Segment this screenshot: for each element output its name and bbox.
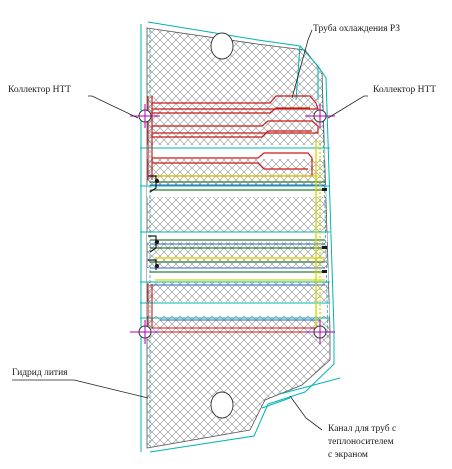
collector-right: [305, 104, 335, 344]
label-cooling-pipe: Труба охлаждения РЗ: [313, 24, 401, 34]
pipes-yellow: [155, 140, 325, 330]
label-channel-line1: Канал для труб с: [328, 424, 397, 434]
pipes-blue: [150, 184, 325, 321]
fittings-right: [322, 188, 327, 273]
label-channel-line2: теплоносителем: [328, 437, 394, 447]
cooling-pipes-red: [147, 95, 319, 180]
pipes-green: [150, 181, 325, 273]
label-collector-right: Коллектор НТТ: [373, 85, 437, 95]
label-collector-left: Коллектор НТТ: [8, 85, 72, 95]
casing-outline: [140, 21, 341, 453]
label-lithium-hydride: Гидрид лития: [12, 368, 68, 378]
round-openings: [210, 32, 234, 419]
inner-dashed-outline: [149, 30, 329, 446]
fittings-left: [148, 175, 160, 270]
leader-lines: [12, 29, 368, 431]
label-channel-line3: с экраном: [328, 450, 368, 460]
collector-left: [130, 104, 160, 344]
